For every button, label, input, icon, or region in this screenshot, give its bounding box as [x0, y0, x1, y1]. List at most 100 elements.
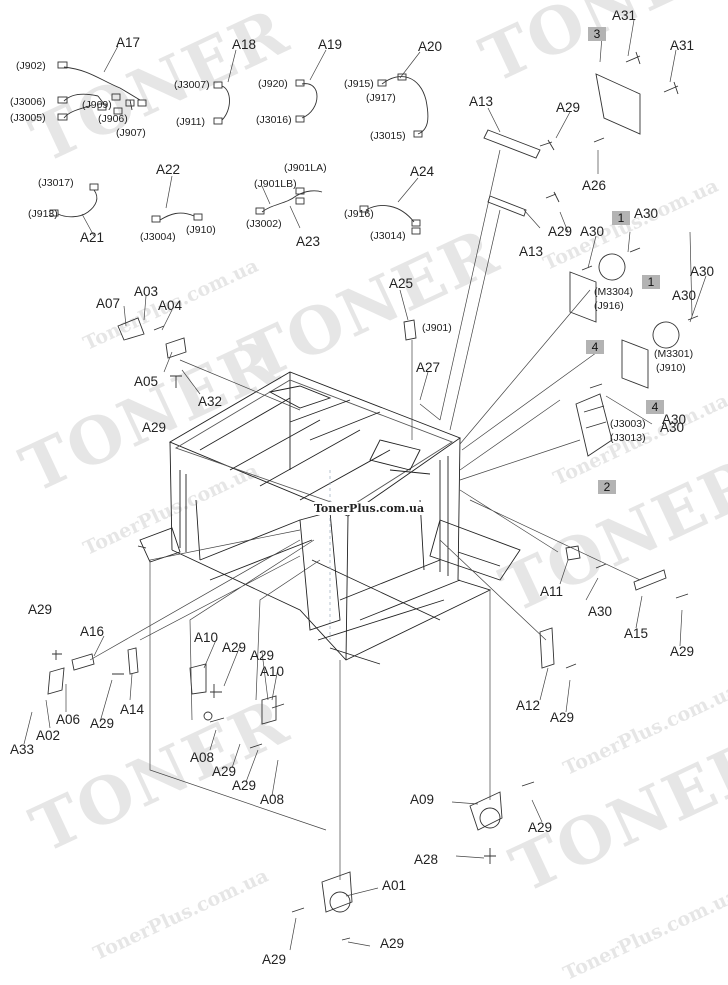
callout-a21: A21: [80, 230, 105, 245]
callout-a08: A08: [190, 750, 215, 765]
ref-box-3: 3: [588, 27, 606, 41]
caster-a09: [469, 791, 503, 831]
callout-a09: A09: [410, 792, 435, 807]
connector-icon: [125, 99, 135, 107]
connector-label: (J911): [176, 116, 205, 128]
drive-unit-2: [575, 393, 613, 457]
bracket-a16: [47, 653, 95, 695]
callout-a29: A29: [262, 952, 287, 967]
bracket-a14: [127, 647, 139, 675]
connector-label: (J3004): [140, 231, 176, 243]
callout-a31: A31: [612, 8, 637, 23]
callout-a03: A03: [134, 284, 159, 299]
connector-icon: [397, 73, 407, 81]
bracket-a13-lower: [487, 195, 527, 217]
connector-label: (J907): [116, 127, 146, 139]
callout-a05: A05: [134, 374, 159, 389]
connector-icon: [89, 183, 99, 191]
callout-a29: A29: [670, 644, 695, 659]
bracket-a05: [165, 337, 187, 359]
screws: [52, 51, 699, 941]
callout-a32: A32: [198, 394, 223, 409]
callout-a28: A28: [414, 852, 439, 867]
callout-a12: A12: [516, 698, 541, 713]
callout-a13: A13: [519, 244, 544, 259]
connector-label: (J917): [366, 92, 396, 104]
callout-a23: A23: [296, 234, 321, 249]
callout-a26: A26: [582, 178, 607, 193]
motor-m3304: [569, 253, 626, 323]
bracket-a13-upper: [483, 129, 541, 159]
callout-a13: A13: [469, 94, 494, 109]
cover-plate-3: [595, 73, 641, 135]
bracket-a15: [633, 569, 667, 591]
harness-a24: [365, 205, 415, 223]
connector-label: (J3003): [610, 418, 646, 430]
connector-label: (J3015): [370, 130, 406, 142]
connector-icon: [359, 205, 369, 213]
callout-a02: A02: [36, 728, 61, 743]
callout-a25: A25: [389, 276, 414, 291]
connector-icon: [295, 187, 305, 195]
harness-a20: [381, 76, 429, 135]
connector-label: (J909): [82, 99, 112, 111]
bracket-a11: [565, 545, 581, 561]
callout-a24: A24: [410, 164, 435, 179]
harness-a17: [63, 66, 141, 119]
connector-icon: [213, 81, 223, 89]
connector-label: (J910): [656, 362, 686, 374]
callout-a30: A30: [660, 420, 685, 435]
connector-icon: [57, 96, 68, 104]
connector-icon: [193, 213, 203, 221]
connector-label: (J3006): [10, 96, 46, 108]
connector-label: (J901): [422, 322, 452, 334]
callout-a04: A04: [158, 298, 183, 313]
callout-a29: A29: [232, 778, 257, 793]
connector-label: (J915): [344, 78, 374, 90]
connector-label: (J901LB): [254, 178, 297, 190]
connector-icon: [137, 99, 147, 107]
callout-a20: A20: [418, 39, 443, 54]
callout-a30: A30: [588, 604, 613, 619]
main-frame: [137, 371, 521, 665]
connector-icon: [111, 93, 121, 101]
callout-a33: A33: [10, 742, 35, 757]
connector-label: (J920): [258, 78, 288, 90]
connector-label: (J910): [186, 224, 216, 236]
connector-label: (J3005): [10, 112, 46, 124]
connector-label: (M3301): [654, 348, 694, 360]
connector-icon: [295, 79, 305, 87]
callout-a27: A27: [416, 360, 441, 375]
connector-label: (J916): [344, 208, 374, 220]
ref-box-1: 1: [612, 211, 630, 225]
callout-a14: A14: [120, 702, 145, 717]
callout-a30: A30: [672, 288, 697, 303]
callout-a17: A17: [116, 35, 141, 50]
sensor-a25: [403, 319, 417, 341]
site-banner: TonerPlus.com.ua: [312, 502, 427, 515]
callout-a01: A01: [382, 878, 407, 893]
ref-box-1: 1: [642, 275, 660, 289]
connector-label: (J3007): [174, 79, 210, 91]
ref-box-4: 4: [646, 400, 664, 414]
callout-a10: A10: [194, 630, 219, 645]
callout-a29: A29: [548, 224, 573, 239]
callout-a19: A19: [318, 37, 343, 52]
callout-a30: A30: [634, 206, 659, 221]
callout-a06: A06: [56, 712, 81, 727]
harness-a22: [159, 212, 195, 221]
connector-icon: [97, 103, 107, 111]
callout-a16: A16: [80, 624, 105, 639]
connector-label: (J916): [594, 300, 624, 312]
callout-a29: A29: [556, 100, 581, 115]
connector-label: (J902): [16, 60, 46, 72]
callout-a29: A29: [28, 602, 53, 617]
ref-box-2: 2: [598, 480, 616, 494]
connector-icon: [377, 79, 387, 87]
connector-icon: [255, 207, 265, 215]
callout-a22: A22: [156, 162, 181, 177]
connector-label: (J901LA): [284, 162, 327, 174]
callout-a29: A29: [250, 648, 275, 663]
callout-a29: A29: [528, 820, 553, 835]
